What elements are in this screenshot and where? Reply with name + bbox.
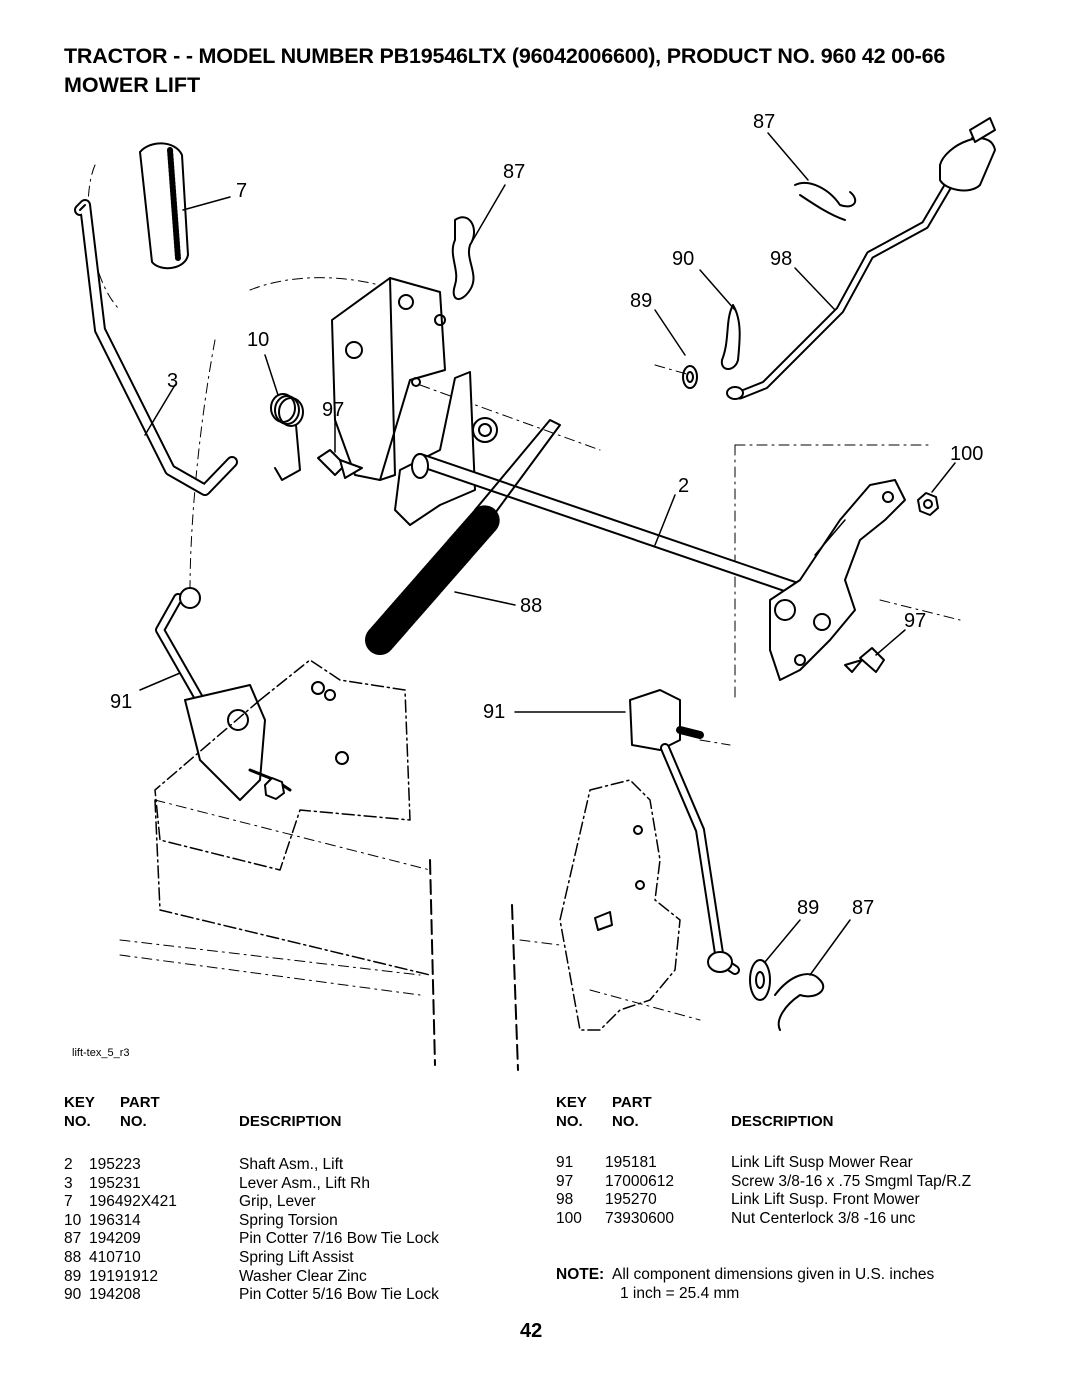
callout-89-bottom: 89 (797, 897, 819, 919)
key-no: 89 (64, 1267, 82, 1285)
part-description: Link Lift Susp. Front Mower (731, 1191, 920, 1209)
key-no: 90 (64, 1286, 82, 1304)
section-title: MOWER LIFT (64, 73, 201, 97)
part-no: 194208 (89, 1286, 141, 1304)
key-no: 88 (64, 1249, 82, 1266)
callout-89-top: 89 (630, 290, 652, 312)
part-description: Link Lift Susp Mower Rear (731, 1154, 913, 1171)
callout-88: 88 (520, 595, 542, 617)
callout-2: 2 (678, 475, 689, 497)
key-no: 98 (556, 1191, 574, 1209)
key-no: 100 (556, 1209, 582, 1227)
header-part: PART (612, 1094, 652, 1111)
key-no: 3 (64, 1174, 73, 1192)
note-line-1: All component dimensions given in U.S. i… (611, 1266, 935, 1283)
callout-98: 98 (770, 248, 792, 270)
part-description: Nut Centerlock 3/8 -16 unc (731, 1209, 916, 1227)
page-number: 42 (520, 1320, 543, 1342)
part-no: 194209 (89, 1230, 141, 1248)
part-description: Spring Lift Assist (239, 1249, 354, 1266)
key-no: 10 (64, 1211, 82, 1229)
dimension-note: NOTE: All component dimensions given in … (556, 1265, 934, 1303)
callout-7: 7 (236, 180, 247, 202)
header-no: NO. (556, 1113, 583, 1130)
part-no: 17000612 (605, 1172, 674, 1190)
header-part: PART (120, 1094, 160, 1111)
callout-97-right: 97 (904, 610, 926, 632)
header-part-no: NO. (120, 1113, 147, 1130)
parts-diagram: 87 87 7 90 98 89 10 3 97 100 2 88 97 91 … (72, 111, 996, 1071)
part-description: Washer Clear Zinc (239, 1267, 367, 1285)
callout-91-left: 91 (110, 691, 132, 713)
header-description: DESCRIPTION (731, 1113, 834, 1130)
part-no: 195270 (605, 1191, 657, 1209)
part-description: Pin Cotter 5/16 Bow Tie Lock (239, 1286, 439, 1304)
part-no: 410710 (89, 1249, 141, 1266)
note-label: NOTE: (556, 1266, 605, 1283)
note-line-2: 1 inch = 25.4 mm (620, 1285, 740, 1302)
callout-3: 3 (167, 370, 178, 392)
part-description: Pin Cotter 7/16 Bow Tie Lock (239, 1230, 439, 1248)
part-no: 196314 (89, 1211, 141, 1229)
header-key: KEY (556, 1094, 587, 1111)
callout-87-mid: 87 (503, 161, 525, 183)
part-description: Grip, Lever (239, 1193, 316, 1211)
key-no: 91 (556, 1154, 574, 1171)
callout-87-bottom: 87 (852, 897, 874, 919)
key-no: 2 (64, 1156, 73, 1173)
part-no: 73930600 (605, 1209, 674, 1227)
key-no: 97 (556, 1172, 574, 1190)
page-title: TRACTOR - - MODEL NUMBER PB19546LTX (960… (64, 44, 946, 68)
key-no: 7 (64, 1193, 73, 1211)
header-no: NO. (64, 1113, 91, 1130)
key-no: 87 (64, 1230, 82, 1248)
part-description: Lever Asm., Lift Rh (239, 1174, 370, 1192)
callout-91-right: 91 (483, 701, 505, 723)
part-no: 196492X421 (89, 1193, 177, 1211)
header-description: DESCRIPTION (239, 1113, 342, 1130)
callout-100: 100 (950, 443, 983, 465)
part-description: Shaft Asm., Lift (239, 1156, 344, 1173)
part-no: 195223 (89, 1156, 141, 1173)
header-part-no: NO. (612, 1113, 639, 1130)
part-no: 19191912 (89, 1267, 158, 1285)
part-no: 195181 (605, 1154, 657, 1171)
parts-table-left: KEY NO. PART NO. DESCRIPTION 2 195223 Shaf… (64, 1094, 504, 1304)
part-no: 195231 (89, 1174, 141, 1192)
drawing-code: lift-tex_5_r3 (72, 1047, 129, 1059)
callout-87-top: 87 (753, 111, 775, 133)
part-description: Screw 3/8-16 x .75 Smgml Tap/R.Z (731, 1172, 972, 1190)
part-description: Spring Torsion (239, 1211, 338, 1229)
callout-90: 90 (672, 248, 694, 270)
callout-10: 10 (247, 329, 269, 351)
callout-97-left: 97 (322, 399, 344, 421)
header-key: KEY (64, 1094, 95, 1111)
